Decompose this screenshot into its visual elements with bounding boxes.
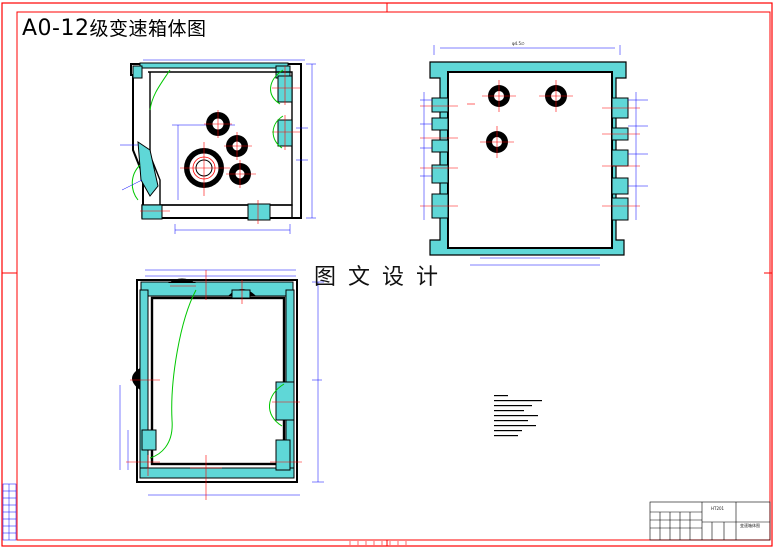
title-block-icon [649,501,771,541]
title-code: A0-12 [22,16,90,41]
gear-bore-icon [184,112,251,188]
side-view [420,45,648,266]
title-block-drawing-name: 变速箱体图 [740,523,760,528]
drawing-title: A0-12级变速箱体图 [22,14,207,41]
title-block-material: HT201 [711,506,725,511]
top-dimension-label: φ4.5∅ [512,41,525,46]
front-section-view [120,59,316,234]
technical-notes [494,395,542,437]
title-name: 级变速箱体图 [89,18,207,40]
watermark-text: 图文设计 [314,265,451,290]
top-plan-view [119,269,324,500]
